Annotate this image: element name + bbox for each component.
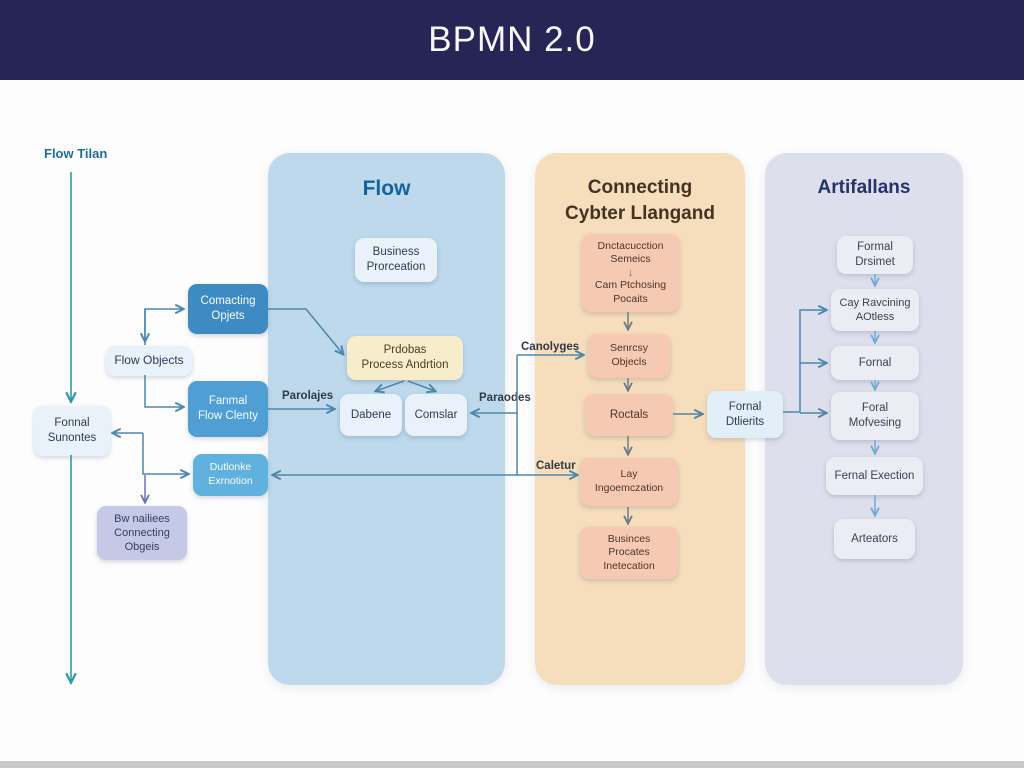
node-dutlonke-exrnotion: Dutlonke Exrnotion bbox=[193, 454, 268, 496]
lane-label-flow-tilan: Flow Tilan bbox=[44, 146, 108, 161]
edge-label-canolyges: Canolyges bbox=[521, 341, 580, 353]
node-formal-sonontes: Fonnal Sunontes bbox=[34, 406, 110, 456]
node-dnctacucction-bottom: Cam Ptchosing Pocaits bbox=[594, 279, 667, 305]
node-dnctacucction-semeics: Dnctacucction Semeics ↓ Cam Ptchosing Po… bbox=[582, 234, 679, 312]
node-business-prorceation: Business Prorceation bbox=[355, 238, 437, 282]
panel-flow-title: Flow bbox=[362, 177, 411, 200]
node-comslar: Comslar bbox=[405, 394, 467, 436]
edge-label-paraodes: Paraodes bbox=[479, 392, 531, 404]
node-dabene: Dabene bbox=[340, 394, 402, 436]
node-process-andrtion: Prdobas Process Andrtion bbox=[347, 336, 463, 380]
node-fornal: Fornal bbox=[831, 346, 919, 380]
title-bar: BPMN 2.0 bbox=[0, 0, 1024, 80]
bottom-border-strip bbox=[0, 761, 1024, 768]
node-dnctacucction-top: Dnctacucction Semeics bbox=[597, 239, 664, 266]
node-foral-mofvesing: Foral Mofvesing bbox=[831, 392, 919, 440]
node-formal-drsimet: Formal Drsimet bbox=[837, 236, 913, 274]
node-lay-ingoemczation: Lay Ingoemczation bbox=[580, 458, 678, 506]
node-formal-flow-clenty: Fanmal Flow Clenty bbox=[188, 381, 268, 437]
node-fernal-exection: Fernal Exection bbox=[826, 457, 923, 495]
node-businces-procates: Businces Procates Inetecation bbox=[580, 527, 678, 579]
node-bw-connecting-obgeis: Bw nailiees Connecting Obgeis bbox=[97, 506, 187, 560]
panel-artifacts-title: Artifallans bbox=[817, 177, 911, 198]
node-cay-ravcining-aotless: Cay Ravcining AOtless bbox=[831, 289, 919, 331]
panel-connecting-title: Connecting Cybter Llangand bbox=[565, 177, 715, 224]
node-connecting-objects: Comacting Opjets bbox=[188, 284, 268, 334]
node-fornal-dtlierits: Fornal Dtlierits bbox=[707, 391, 783, 438]
node-senrcsy-objecls: Senrcsy Objecls bbox=[588, 334, 670, 378]
page-title: BPMN 2.0 bbox=[428, 20, 596, 59]
node-roctals: Roctals bbox=[585, 394, 673, 436]
down-arrow-icon: ↓ bbox=[627, 266, 634, 279]
node-flow-objects: Flow Objects bbox=[106, 346, 192, 376]
edge-label-parolajes: Parolajes bbox=[282, 390, 334, 402]
node-arteators: Arteators bbox=[834, 519, 915, 559]
edge-label-caletur: Caletur bbox=[536, 460, 576, 472]
